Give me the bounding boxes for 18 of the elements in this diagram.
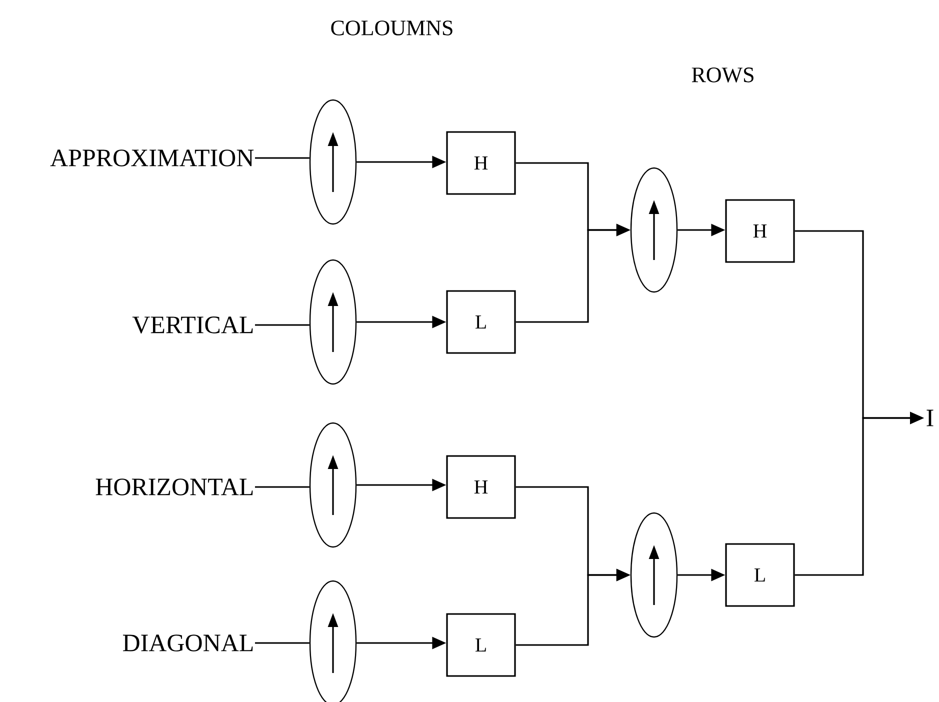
- filter-box: L: [446, 290, 516, 354]
- filter-box: H: [446, 455, 516, 519]
- input-label: HORIZONTAL: [96, 478, 253, 496]
- filter-box: L: [446, 613, 516, 677]
- upsampler-ellipse: [309, 422, 357, 548]
- row-heading: ROWS: [692, 68, 754, 82]
- input-label: APPROXIMATION: [50, 150, 254, 166]
- upsampler-ellipse: [630, 167, 678, 293]
- upsampler-ellipse: [309, 259, 357, 385]
- input-label: DIAGONAL: [123, 634, 253, 652]
- upsampler-ellipse: [630, 512, 678, 638]
- filter-box: H: [725, 199, 795, 263]
- output-label: I: [926, 410, 934, 426]
- input-label: VERTICAL: [132, 316, 253, 334]
- upsampler-ellipse: [309, 99, 357, 225]
- column-heading: COLOUMNS: [331, 20, 452, 36]
- filter-box: H: [446, 131, 516, 195]
- filter-box: L: [725, 543, 795, 607]
